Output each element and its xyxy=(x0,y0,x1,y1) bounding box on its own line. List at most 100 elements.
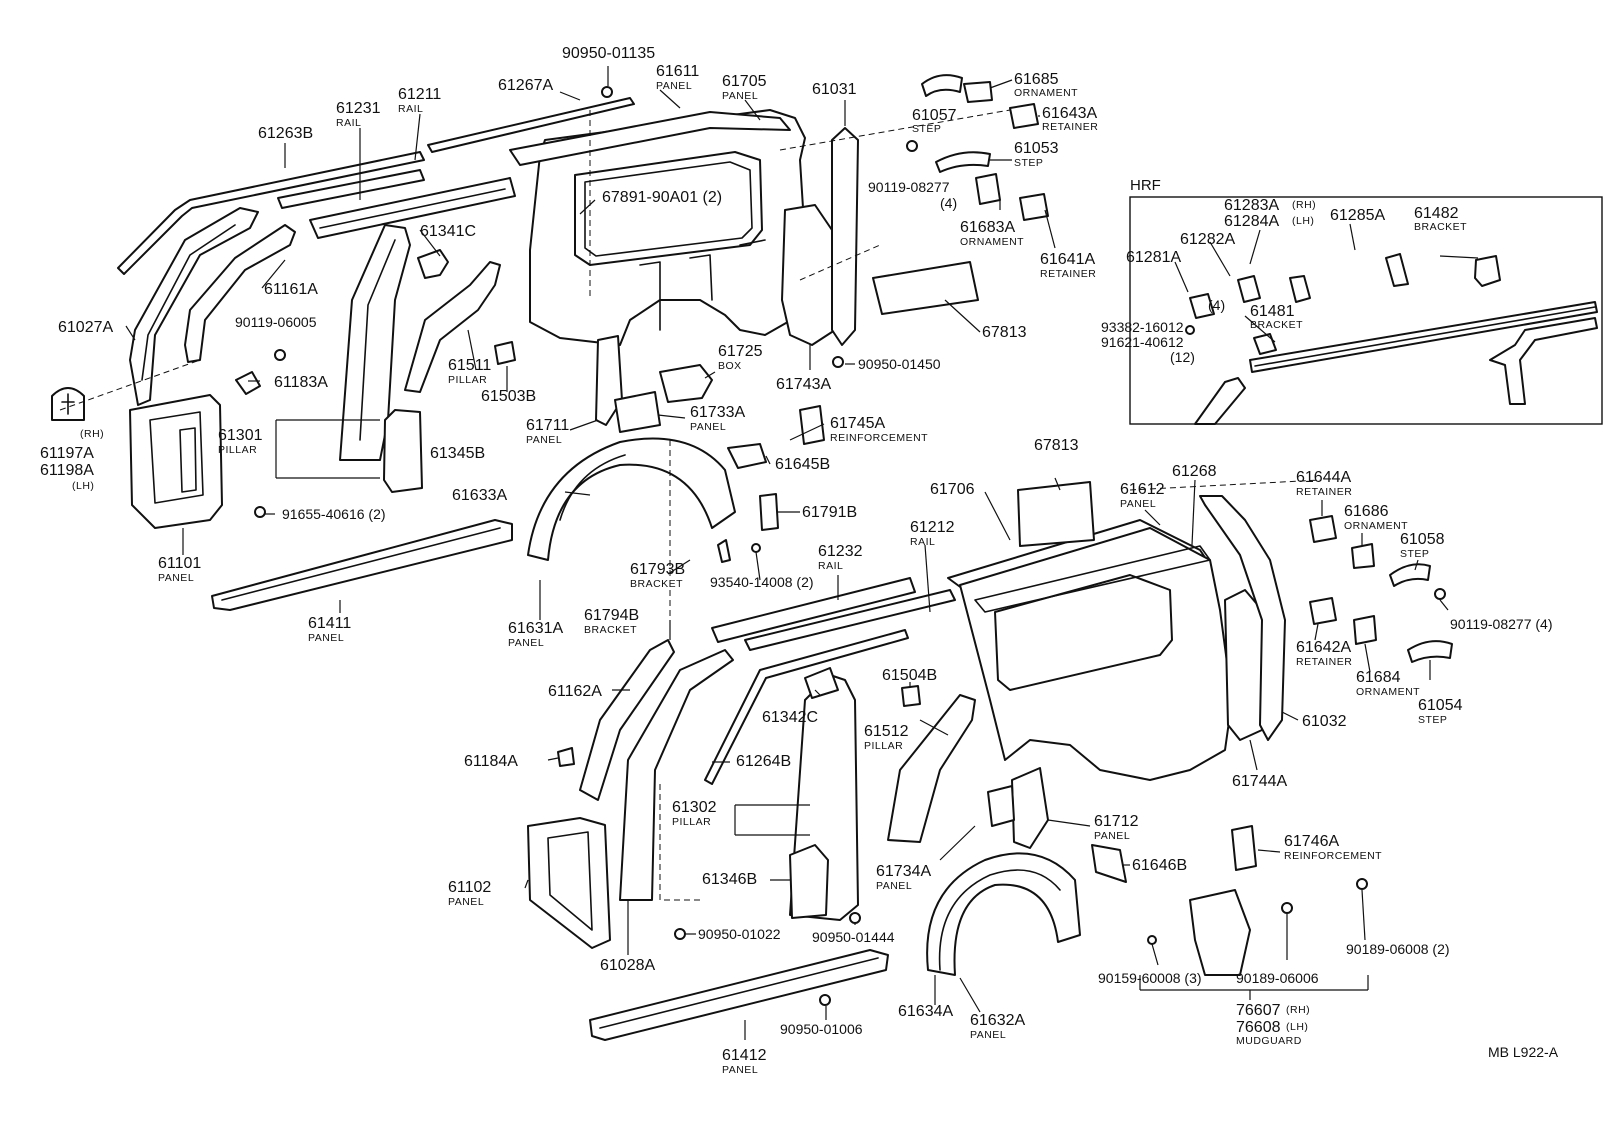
wheelhouse-61634a-shape xyxy=(938,869,1061,971)
callout-c48-num: 61706 xyxy=(930,481,975,498)
callout-c95-num: 91621-40612 xyxy=(1101,334,1184,350)
pillar-61027a-shape xyxy=(129,207,259,406)
callout-c45-num: 61794B xyxy=(584,607,639,624)
callout-c82-num: 61632A xyxy=(970,1012,1025,1029)
nut-90189-06008-icon xyxy=(1356,878,1368,890)
rail-61264b-shape xyxy=(704,629,909,785)
panel-61712-shape xyxy=(1011,767,1049,849)
callout-c46-num: 61232 xyxy=(818,543,863,560)
callout-c84-num: 76608 xyxy=(1236,1019,1281,1036)
upper-assembly xyxy=(51,74,1049,611)
callout-c28-num: 61641A xyxy=(1040,251,1095,268)
callout-labels: 90950-01135 61611 PANEL 61705 PANEL 6126… xyxy=(40,45,1559,1076)
callout-c84-name: MUDGUARD xyxy=(1236,1035,1302,1047)
callout-c44-num: 61631A xyxy=(508,620,563,637)
callout-c28-name: RETAINER xyxy=(1040,268,1096,280)
callout-c18-num: 61743A xyxy=(776,376,831,393)
pillar-61301-detail xyxy=(359,239,396,441)
callout-c93-name: BRACKET xyxy=(1250,319,1303,331)
pillar-61511-shape xyxy=(404,261,501,393)
callout-c6-num: 61211 xyxy=(398,86,441,103)
callout-c96-num: (12) xyxy=(1170,349,1195,365)
callout-c36-num: 61633A xyxy=(452,487,507,504)
callout-c94-num: 93382-16012 xyxy=(1101,319,1184,335)
callout-c12-num: 61027A xyxy=(58,319,113,336)
grommet-90950-01135-icon xyxy=(601,86,613,98)
callout-c9-num: 67891-90A01 (2) xyxy=(602,189,722,206)
hrf-bracket-icon xyxy=(1474,255,1501,287)
callout-c61-num: 61162A xyxy=(548,683,602,700)
pillar-61032-shape xyxy=(1199,495,1286,741)
callout-c7-num: 61231 xyxy=(336,100,381,117)
side-note-s5: (RH) xyxy=(1292,199,1316,211)
callout-c17-name: BOX xyxy=(718,360,742,372)
leader-lines xyxy=(59,66,1479,1040)
callout-c38-num: 91655-40616 (2) xyxy=(282,506,386,522)
reinforcement-61746a-shape xyxy=(1231,825,1257,871)
step-61054-shape xyxy=(1407,640,1453,663)
panel-61743a-shape xyxy=(781,204,836,346)
pillar-61161a-shape xyxy=(184,224,296,363)
rail-61263b-shape xyxy=(117,151,425,275)
callout-c50-name: PANEL xyxy=(1120,498,1156,510)
callout-c60-num: 61744A xyxy=(1232,773,1287,790)
wheelhouse-61633a-detail xyxy=(559,454,626,521)
callout-c53-name: ORNAMENT xyxy=(1344,520,1408,532)
callout-c86-num: 61283A xyxy=(1224,197,1279,214)
callout-c87-num: 61284A xyxy=(1224,213,1279,230)
callout-c64-num: 61512 xyxy=(864,723,909,740)
nut-90189-06006-icon xyxy=(1281,902,1293,914)
roof-rail-61212-shape xyxy=(744,589,956,651)
rocker-61411-detail xyxy=(221,527,501,601)
drip-rail-61267a-shape xyxy=(427,97,635,153)
side-note-s6: (LH) xyxy=(1292,215,1314,227)
callout-c39-num: 61101 xyxy=(158,555,201,572)
side-note-s1: (RH) xyxy=(80,428,104,440)
callout-c27-name: ORNAMENT xyxy=(960,236,1024,248)
callout-c56-num: 61642A xyxy=(1296,639,1351,656)
callout-c52-num: 61644A xyxy=(1296,469,1351,486)
panel-61101-detail xyxy=(149,411,204,504)
hrf-bracket-61481-icon xyxy=(1253,333,1277,355)
grommet-90950-01450-icon xyxy=(832,356,844,368)
callout-c54-num: 61058 xyxy=(1400,531,1445,548)
pillar-61301-shape xyxy=(339,224,411,461)
pad-67813-lower-shape xyxy=(1017,481,1095,547)
callout-c88-num: 61285A xyxy=(1330,207,1385,224)
callout-c65-num: 61184A xyxy=(464,753,518,770)
callout-c79-num: 90189-06008 (2) xyxy=(1346,941,1450,957)
hrf-cover-61282a-icon xyxy=(1237,275,1261,303)
wheelhouse-61633a-shape xyxy=(527,437,736,561)
callout-c56-name: RETAINER xyxy=(1296,656,1352,668)
callout-c49-num: 67813 xyxy=(1034,437,1079,454)
pad-67813-upper-shape xyxy=(872,261,979,315)
callout-c23-num: 61643A xyxy=(1042,105,1097,122)
rocker-61412-detail xyxy=(599,957,879,1029)
quarter-window-inner-shape xyxy=(584,161,753,257)
callout-c29-num: 61197A xyxy=(40,445,94,462)
roof-rail-61211-shape xyxy=(277,169,425,209)
panel-61733a-shape xyxy=(614,391,661,433)
hrf-screw-icon xyxy=(1185,325,1195,335)
hrf-inset-title: HRF xyxy=(1130,177,1161,194)
hrf-cover-61283a-icon xyxy=(1289,275,1311,303)
callout-c57-name: ORNAMENT xyxy=(1356,686,1420,698)
callout-c54-name: STEP xyxy=(1400,548,1429,560)
screw-90159-60008-icon xyxy=(1147,935,1157,945)
drawing-code: MB L922-A xyxy=(1488,1044,1559,1060)
grommet-90950-01022-icon xyxy=(674,928,686,940)
callout-c75-num: 90950-01444 xyxy=(812,929,895,945)
rocker-61412-shape xyxy=(589,949,889,1041)
callout-c31-name: PILLAR xyxy=(218,444,257,456)
callout-c35-name: REINFORCEMENT xyxy=(830,432,928,444)
callout-c6-name: RAIL xyxy=(398,103,423,115)
callout-c47-num: 61212 xyxy=(910,519,955,536)
quarter-window-61705-shape xyxy=(574,151,763,266)
callout-c42-num: 61793B xyxy=(630,561,685,578)
plate-61183a-shape xyxy=(235,371,261,395)
callout-c51-num: 61268 xyxy=(1172,463,1217,480)
callout-c89-num: 61482 xyxy=(1414,205,1459,222)
panel-61102-detail xyxy=(547,831,593,931)
panel-61101-shape xyxy=(129,394,223,529)
callout-c93-num: 61481 xyxy=(1250,303,1295,320)
